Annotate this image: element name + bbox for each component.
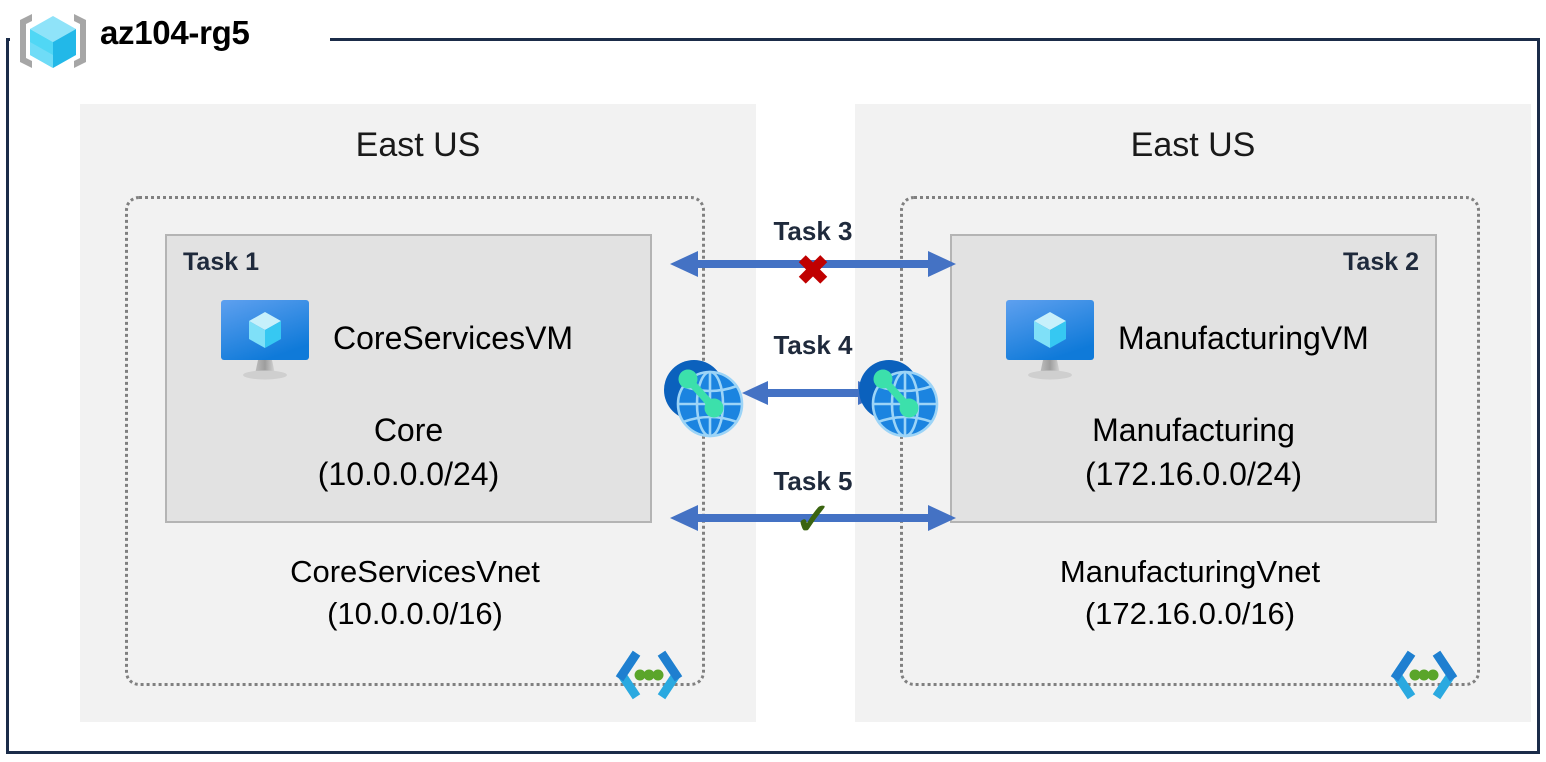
vnet-name-right: ManufacturingVnet [1059, 554, 1321, 589]
resource-group-title: az104-rg5 [100, 14, 250, 51]
connection-label-task3: Task 3 [773, 216, 853, 246]
resource-group-cube-icon [14, 6, 92, 76]
vm-row-left: CoreServicesVM [167, 290, 650, 386]
vnet-label-right: ManufacturingVnet (172.16.0.0/16) [903, 551, 1477, 635]
vnet-cidr-right: (172.16.0.0/16) [1084, 596, 1296, 631]
vnet-icon [1389, 650, 1459, 700]
status-marker-allowed-task5: ✓ [794, 495, 832, 544]
connection-label-task4: Task 4 [773, 330, 853, 360]
vm-row-right: ManufacturingVM [952, 290, 1435, 386]
vnet-peering-icon [658, 352, 750, 444]
vnet-box-coreservicesvnet: CoreServicesVnet (10.0.0.0/16) [125, 196, 705, 700]
vnet-peering-icon [853, 352, 945, 444]
subnet-label-core: Core (10.0.0.0/24) [167, 408, 650, 496]
status-marker-blocked-task3: ✖ [796, 249, 830, 293]
resource-group-title-gap [10, 30, 330, 48]
resource-group-frame [6, 38, 1540, 754]
virtual-machine-icon [1002, 290, 1098, 386]
vm-name-coreservicesvm: CoreServicesVM [333, 319, 574, 356]
vnet-icon [614, 650, 684, 700]
vnet-box-manufacturingvnet: ManufacturingVnet (172.16.0.0/16) [900, 196, 1480, 700]
subnet-box-core: Task 1 [165, 234, 652, 523]
subnet-name-core: Core [373, 412, 444, 448]
task-tag-task1: Task 1 [183, 248, 259, 276]
connection-arrow-task3 [668, 244, 958, 284]
vm-name-manufacturingvm: ManufacturingVM [1118, 319, 1369, 356]
vnet-name-left: CoreServicesVnet [290, 554, 540, 589]
region-label-right: East US [1130, 126, 1256, 164]
vnet-label-left: CoreServicesVnet (10.0.0.0/16) [128, 551, 702, 635]
task-tag-task2: Task 2 [1343, 248, 1419, 276]
subnet-name-manufacturing: Manufacturing [1092, 412, 1295, 448]
subnet-label-manufacturing: Manufacturing (172.16.0.0/24) [952, 408, 1435, 496]
vnet-cidr-left: (10.0.0.0/16) [327, 596, 503, 631]
subnet-cidr-core: (10.0.0.0/24) [317, 456, 500, 492]
subnet-box-manufacturing: Task 2 [950, 234, 1437, 523]
virtual-machine-icon [217, 290, 313, 386]
subnet-cidr-manufacturing: (172.16.0.0/24) [1084, 456, 1303, 492]
connection-label-task5: Task 5 [773, 466, 853, 496]
connection-arrow-task5 [668, 498, 958, 538]
region-label-left: East US [355, 126, 481, 164]
